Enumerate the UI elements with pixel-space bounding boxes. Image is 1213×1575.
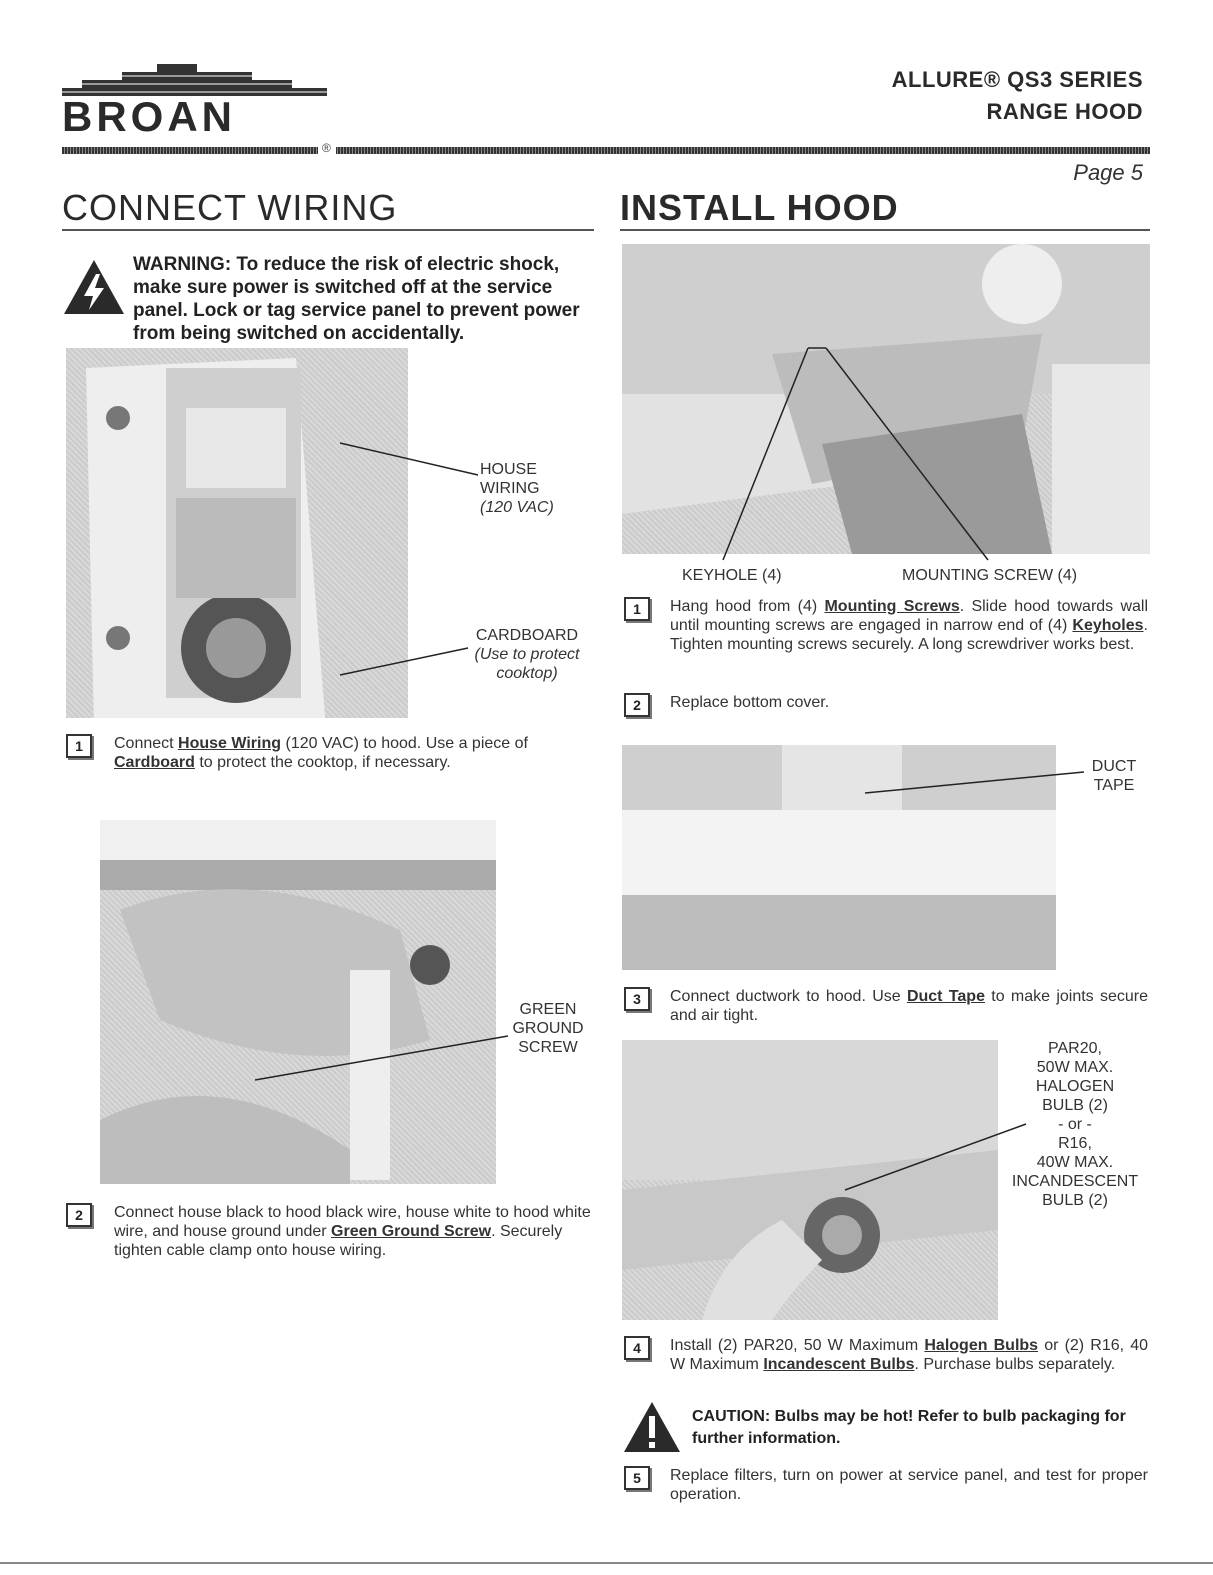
label-bulb-specs: PAR20, 50W MAX. HALOGEN BULB (2) - or - …: [1011, 1040, 1139, 1209]
brand-logo: BROAN: [62, 93, 236, 140]
section-rule: [620, 229, 1150, 231]
electric-warning-icon: [64, 260, 124, 314]
registered-mark: ®: [322, 141, 331, 155]
leader-lines-wiring: [339, 442, 479, 676]
header-rule: [62, 147, 1150, 154]
product-name: RANGE HOOD: [986, 99, 1143, 124]
step-replace-bottom-cover: Replace bottom cover.: [670, 694, 830, 711]
leader-line-ground-screw: [254, 1035, 509, 1081]
page-number: Page 5: [1073, 160, 1143, 185]
caution-text: CAUTION: Bulbs may be hot! Refer to bulb…: [692, 1408, 1126, 1447]
photo-house-wiring: [66, 348, 408, 718]
warning-text: WARNING: To reduce the risk of electric …: [133, 254, 580, 344]
leader-lines-keyhole: [722, 347, 989, 561]
page-bottom-rule: [0, 1562, 1213, 1564]
caution-icon: [624, 1402, 680, 1452]
step-install-bulbs: Install (2) PAR20, 50 W Maximum Halogen …: [670, 1337, 1149, 1373]
photo-green-ground-screw: [100, 820, 496, 1184]
label-mounting-screw: MOUNTING SCREW (4): [902, 567, 1078, 584]
label-duct-tape: DUCT TAPE: [1091, 758, 1137, 794]
step-replace-filters: Replace filters, turn on power at servic…: [670, 1467, 1148, 1503]
product-series: ALLURE® QS3 SERIES RANGE HOOD: [892, 64, 1143, 128]
section-title-install-hood: INSTALL HOOD: [620, 187, 899, 228]
leader-line-bulb: [844, 1123, 1027, 1191]
label-green-ground-screw: GREEN GROUND SCREW: [512, 1001, 584, 1056]
section-title-connect-wiring: CONNECT WIRING: [62, 187, 398, 228]
step-number: 2: [66, 1203, 92, 1227]
step-connect-ductwork: Connect ductwork to hood. Use Duct Tape …: [670, 988, 1149, 1024]
leader-line-duct-tape: [864, 771, 1085, 794]
label-keyhole: KEYHOLE (4): [682, 567, 782, 584]
step-number: 1: [624, 597, 650, 621]
step-number: 5: [624, 1466, 650, 1490]
step-connect-wires: Connect house black to hood black wire, …: [114, 1204, 591, 1259]
broan-logo-graphic: [62, 64, 332, 96]
label-cardboard: CARDBOARD (Use to protect cooktop): [474, 627, 580, 682]
photo-bulbs: [622, 1040, 998, 1320]
step-number: 4: [624, 1336, 650, 1360]
photo-duct-tape: [622, 745, 1056, 970]
photo-keyholes: [622, 244, 1150, 554]
step-connect-house-wiring: Connect House Wiring (120 VAC) to hood. …: [114, 735, 528, 771]
section-rule: [62, 229, 594, 231]
step-number: 3: [624, 987, 650, 1011]
step-number: 2: [624, 693, 650, 717]
label-house-wiring: HOUSE WIRING (120 VAC): [480, 461, 554, 516]
series-name: ALLURE® QS3 SERIES: [891, 67, 1143, 92]
step-number: 1: [66, 734, 92, 758]
step-hang-hood: Hang hood from (4) Mounting Screws. Slid…: [670, 598, 1149, 653]
